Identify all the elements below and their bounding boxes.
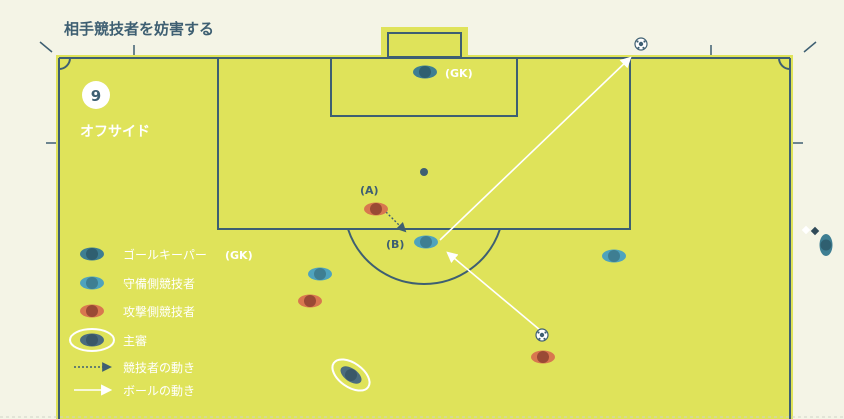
defender-b-player xyxy=(414,236,438,249)
legend-attacker-icon xyxy=(80,305,104,318)
legend-defender-icon xyxy=(80,277,104,290)
defender-b-label: (B) xyxy=(386,238,404,251)
goalkeeper-player xyxy=(413,66,437,79)
defender-player xyxy=(602,250,626,263)
penalty-spot xyxy=(420,168,428,176)
topic-label: オフサイド xyxy=(80,124,150,140)
legend-goalkeeper-suffix: (GK) xyxy=(225,249,253,262)
soccer-ball-icon xyxy=(635,38,647,50)
legend-goalkeeper-text: ゴールキーパー xyxy=(123,247,207,262)
attacker-player xyxy=(531,351,555,364)
page-title: 相手競技者を妨害する xyxy=(64,20,214,38)
legend-ball-move-text: ボールの動き xyxy=(123,384,195,398)
legend-player-move-text: 競技者の動き xyxy=(123,360,195,375)
goalkeeper-label: (GK) xyxy=(445,67,473,80)
legend-defender-text: 守備側競技者 xyxy=(123,276,195,291)
soccer-ball-icon xyxy=(536,329,548,341)
attacker-a-player xyxy=(364,203,388,216)
legend-goalkeeper-icon xyxy=(80,248,104,261)
defender-player xyxy=(308,268,332,281)
assistant-referee xyxy=(802,226,833,256)
number-badge-text: 9 xyxy=(91,87,101,105)
goal xyxy=(381,27,468,57)
attacker-a-label: (A) xyxy=(360,184,379,197)
assistant-referee-flag-icon xyxy=(802,226,819,235)
legend-referee-text: 主審 xyxy=(123,333,147,348)
attacker-player xyxy=(298,295,322,308)
legend-attacker-text: 攻撃側競技者 xyxy=(123,304,195,319)
